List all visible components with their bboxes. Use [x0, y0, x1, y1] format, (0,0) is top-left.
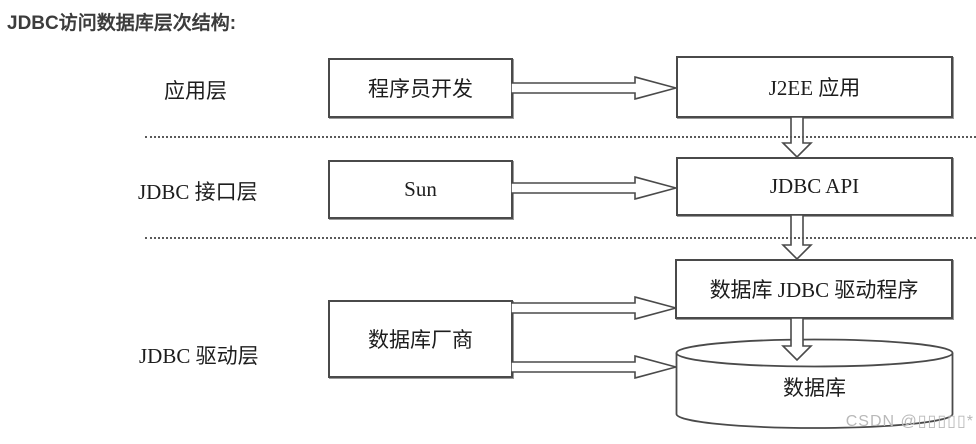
box-programmer-develop: 程序员开发	[328, 58, 513, 118]
arrow-right-icon	[511, 295, 677, 321]
box-database-vendor: 数据库厂商	[328, 300, 513, 378]
csdn-watermark: CSDN @▯▯▯▯▯*	[845, 413, 974, 430]
arrow-down-icon	[781, 318, 813, 361]
arrow-right-icon	[511, 75, 677, 101]
arrow-right-icon	[511, 175, 677, 201]
box-sun: Sun	[328, 160, 513, 219]
database-cylinder	[675, 338, 954, 429]
layer-separator	[145, 136, 976, 138]
box-j2ee-application: J2EE 应用	[676, 56, 953, 118]
layer-label-jdbc-interface: JDBC 接口层	[138, 180, 258, 204]
box-database-jdbc-driver: 数据库 JDBC 驱动程序	[675, 259, 953, 319]
arrow-right-icon	[511, 354, 677, 380]
layer-label-application: 应用层	[164, 79, 227, 103]
layer-label-jdbc-driver: JDBC 驱动层	[139, 344, 259, 368]
page-title: JDBC访问数据库层次结构:	[7, 13, 237, 34]
box-jdbc-api: JDBC API	[676, 157, 953, 216]
layer-separator	[145, 237, 976, 239]
database-label: 数据库	[783, 376, 846, 400]
